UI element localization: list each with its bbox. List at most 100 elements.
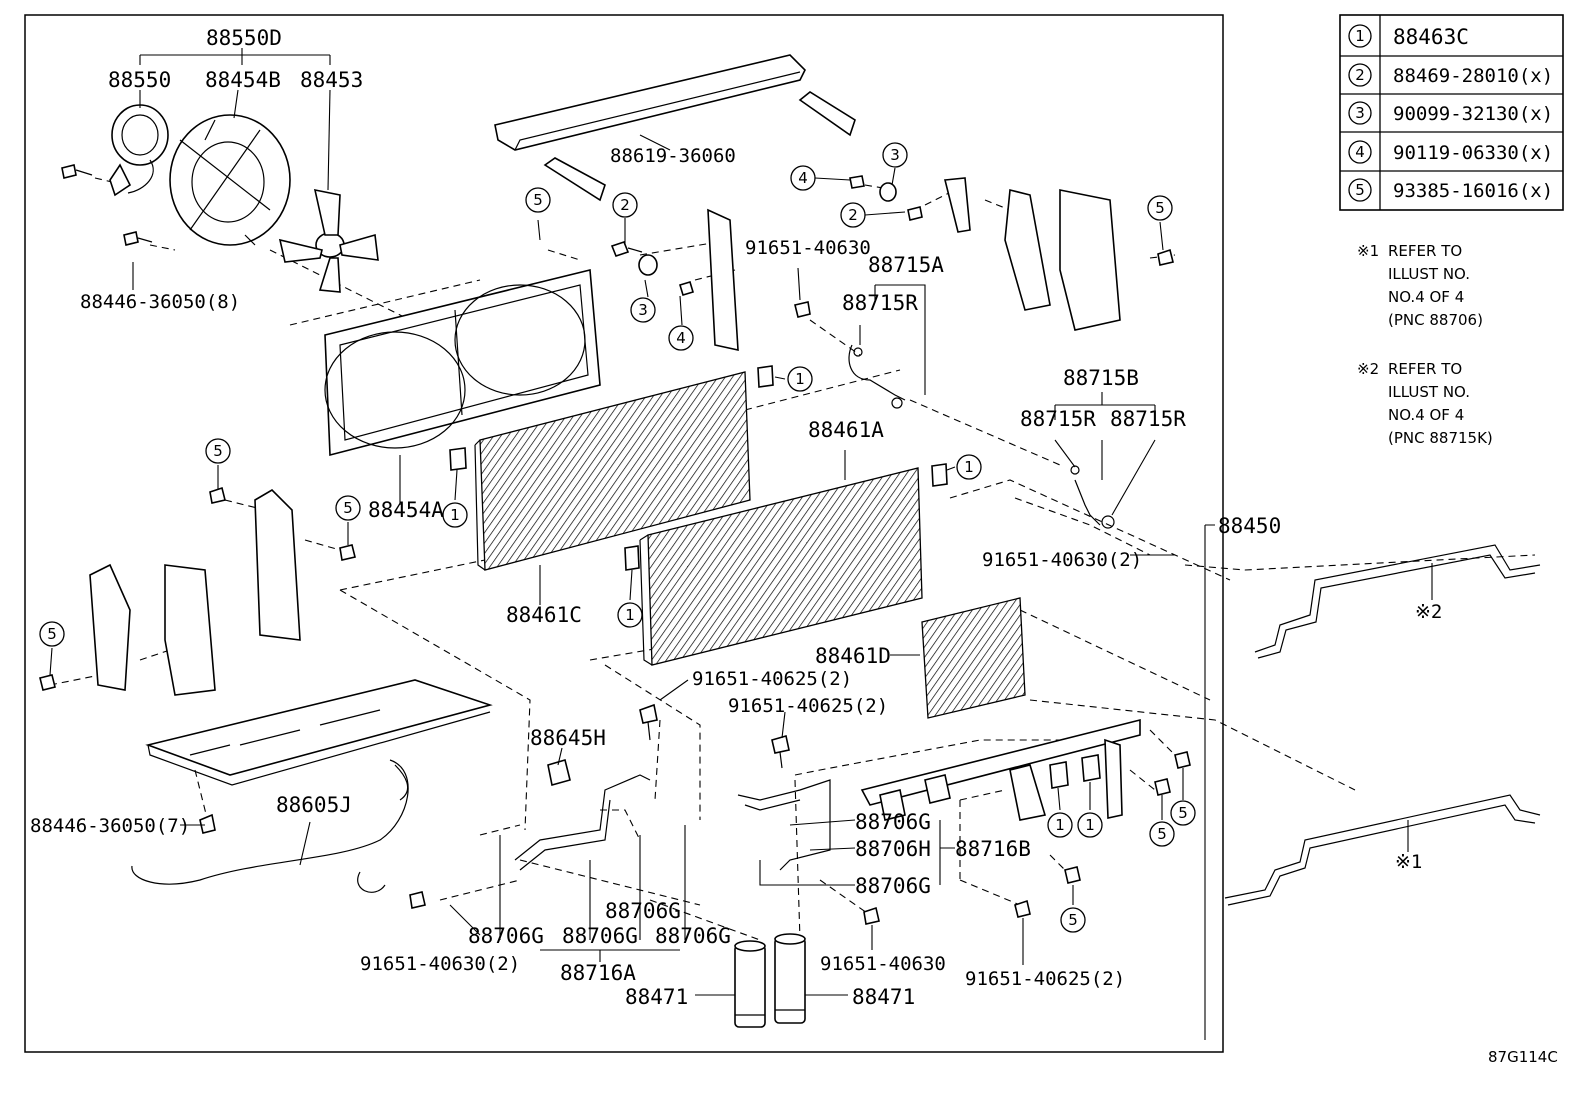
condenser-88461C xyxy=(474,371,751,571)
label-bolt-bottom-pair: 91651-40630(2) xyxy=(360,953,520,975)
svg-text:5: 5 xyxy=(47,625,57,643)
bolt-mid-a xyxy=(639,703,658,741)
bracket-88715A xyxy=(848,344,906,409)
legend-num-1: 1 xyxy=(1348,24,1372,48)
condenser-clip-1 xyxy=(449,447,467,471)
pipe-88716A xyxy=(514,774,651,871)
callout-1-b: 1 xyxy=(956,454,982,480)
condenser-clip-3 xyxy=(931,463,948,487)
spacer-right-3 xyxy=(879,182,897,202)
lower-left-bracket-a xyxy=(89,563,131,691)
svg-text:3: 3 xyxy=(890,146,900,164)
svg-text:2: 2 xyxy=(1355,66,1365,84)
condenser-clip-2 xyxy=(757,365,774,388)
svg-text:5: 5 xyxy=(1068,911,1078,929)
label-clamp-g6: 88706G xyxy=(655,924,731,948)
label-bolt-bottom-single: 91651-40630 xyxy=(820,953,946,975)
spacer-center-3 xyxy=(638,254,658,276)
fan-blade xyxy=(278,188,379,293)
callout-1-e: 1 xyxy=(1047,812,1073,838)
callout-4-a: 4 xyxy=(668,325,694,351)
svg-text:3: 3 xyxy=(638,301,648,319)
label-bracket-set-b: 88715B xyxy=(1063,366,1139,390)
legend-num-5: 5 xyxy=(1348,178,1372,202)
label-motor: 88550 xyxy=(108,68,171,92)
label-bolt-bottom-right: 91651-40625(2) xyxy=(965,968,1125,990)
note-2-line-3: NO.4 OF 4 xyxy=(1388,406,1464,424)
label-condenser-c: 88461C xyxy=(506,603,582,627)
callout-1-d: 1 xyxy=(617,602,643,628)
side-bracket-lower xyxy=(1009,738,1123,821)
fan-shroud xyxy=(169,114,291,246)
legend-num-3: 3 xyxy=(1348,101,1372,125)
legend-part-4: 90119-06330(x) xyxy=(1393,142,1553,164)
wire-harness xyxy=(131,759,409,893)
legend-part-2: 88469-28010(x) xyxy=(1393,65,1553,87)
label-pipe-a: 88716A xyxy=(560,961,636,985)
bolt-center-lower xyxy=(794,301,811,318)
svg-text:5: 5 xyxy=(533,191,543,209)
label-receiver-right: 88471 xyxy=(852,985,915,1009)
label-fan: 88453 xyxy=(300,68,363,92)
center-side-bracket xyxy=(707,208,739,352)
label-shroud: 88454B xyxy=(205,68,281,92)
label-switch: 88645H xyxy=(530,726,606,750)
label-clamp-g3: 88706G xyxy=(605,899,681,923)
note-1-mark: ※1 xyxy=(1357,242,1379,260)
fan-motor xyxy=(109,104,169,197)
note-2-line-4: (PNC 88715K) xyxy=(1388,429,1493,447)
label-receiver-left: 88471 xyxy=(625,985,688,1009)
label-bracket-r-left: 88715R xyxy=(1020,407,1096,431)
bolt-center-2 xyxy=(610,241,643,257)
label-clamp-g5: 88706G xyxy=(562,924,638,948)
pressure-switch xyxy=(547,758,571,787)
small-bracket-right xyxy=(943,177,971,233)
bolt-right-4 xyxy=(849,175,865,189)
legend-part-1: 88463C xyxy=(1393,25,1469,49)
svg-text:5: 5 xyxy=(343,499,353,517)
fan-frame xyxy=(324,269,601,457)
reference-notes: ※1 REFER TO ILLUST NO. NO.4 OF 4 (PNC 88… xyxy=(1357,242,1493,447)
diagram-frame xyxy=(24,14,1224,1053)
drawing-number: 87G114C xyxy=(1488,1048,1558,1066)
label-bolt-bottom-left: 88446-36050(7) xyxy=(30,815,190,837)
legend-part-3: 90099-32130(x) xyxy=(1393,103,1553,125)
label-clamp-g1: 88706G xyxy=(855,810,931,834)
label-clamp-h: 88706H xyxy=(855,837,931,861)
bolt-left-5a xyxy=(209,486,226,504)
callout-5-top-right: 5 xyxy=(1147,195,1173,221)
svg-text:2: 2 xyxy=(848,206,858,224)
label-bracket-top: 88619-36060 xyxy=(610,145,736,167)
side-bracket-right-b xyxy=(1059,189,1121,331)
bolt-lower-mid xyxy=(863,906,880,925)
callout-1-a: 1 xyxy=(787,366,813,392)
note-1-line-2: ILLUST NO. xyxy=(1388,265,1470,283)
legend-num-2: 2 xyxy=(1348,63,1372,87)
callout-5-br1: 5 xyxy=(1149,821,1175,847)
label-bolt-top-left: 88446-36050(8) xyxy=(80,291,240,313)
label-fan-assy: 88550D xyxy=(206,26,282,50)
callout-1-c: 1 xyxy=(442,502,468,528)
callout-1-f: 1 xyxy=(1077,812,1103,838)
svg-text:5: 5 xyxy=(1155,199,1165,217)
bolt-fan-mid xyxy=(123,231,153,246)
svg-text:2: 2 xyxy=(620,196,630,214)
bracket-88715B xyxy=(1070,465,1115,529)
lower-right-bracket xyxy=(860,718,1141,821)
callouts: 5 2 3 4 4 3 2 5 1 1 1 1 5 5 5 1 1 5 5 5 xyxy=(39,142,1196,933)
callout-2-a: 2 xyxy=(612,192,638,218)
label-bolt-mid-a: 91651-40625(2) xyxy=(692,668,852,690)
bolt-under-cover xyxy=(199,813,216,834)
legend-table: 1 2 3 4 5 88463C 88469-28010(x) 90099-32… xyxy=(1339,14,1564,211)
svg-text:5: 5 xyxy=(213,442,223,460)
callout-4-b: 4 xyxy=(790,165,816,191)
svg-text:1: 1 xyxy=(1085,816,1095,834)
label-bracket-set-a: 88715A xyxy=(868,253,944,277)
label-pipe-b: 88716B xyxy=(955,837,1031,861)
reference-hose-2 xyxy=(1254,544,1541,659)
under-cover xyxy=(145,679,493,786)
callout-5-br2: 5 xyxy=(1170,800,1196,826)
upper-bracket xyxy=(494,54,806,151)
note-2-line-2: ILLUST NO. xyxy=(1388,383,1470,401)
note-2-mark: ※2 xyxy=(1357,360,1379,378)
